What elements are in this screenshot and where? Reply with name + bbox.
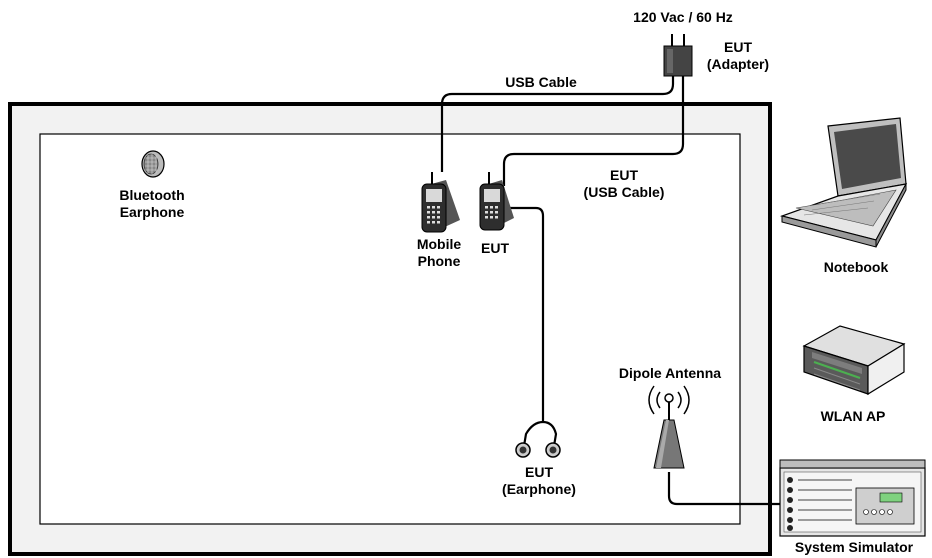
bluetooth-earphone-icon	[141, 150, 165, 178]
mobile-phone-label-line1: Mobile	[417, 236, 462, 252]
eut-usb-cable-line	[502, 76, 685, 186]
eut-earphone-label-line1: EUT	[525, 464, 553, 480]
wlan-ap-label: WLAN AP	[821, 408, 886, 424]
adapter-label-line2: (Adapter)	[707, 56, 769, 72]
earphone-split-line	[522, 420, 558, 447]
mobile-phone-icon	[421, 172, 460, 233]
diagram-labels: 120 Vac / 60 Hz EUT (Adapter) USB Cable …	[119, 9, 913, 555]
eut-earphone-label-line2: (Earphone)	[502, 481, 576, 497]
cables	[440, 76, 790, 506]
adapter-label-line1: EUT	[724, 39, 752, 55]
power-label: 120 Vac / 60 Hz	[633, 9, 733, 25]
system-simulator-rack-icon	[779, 459, 926, 537]
usb-cable-line	[440, 76, 675, 172]
wlan-router-icon	[802, 325, 906, 396]
earphone-cable-line	[508, 206, 545, 422]
bluetooth-earphone-label-line1: Bluetooth	[119, 187, 184, 203]
eut-usb-cable-label-line2: (USB Cable)	[584, 184, 665, 200]
antenna-cable-line	[667, 472, 790, 506]
eut-label: EUT	[481, 240, 509, 256]
wired-earphone-icon	[515, 442, 561, 458]
notebook-laptop-icon	[779, 117, 908, 248]
eut-usb-cable-label-line1: EUT	[610, 167, 638, 183]
dipole-antenna-icon	[648, 385, 690, 469]
inner-table-area	[39, 133, 741, 525]
bluetooth-earphone-label-line2: Earphone	[120, 204, 185, 220]
notebook-label: Notebook	[824, 259, 889, 275]
eut-phone-icon	[479, 172, 514, 231]
dipole-antenna-label: Dipole Antenna	[619, 365, 721, 381]
power-adapter-icon	[663, 34, 693, 77]
usb-cable-label: USB Cable	[505, 74, 577, 90]
mobile-phone-label-line2: Phone	[418, 253, 461, 269]
system-simulator-label: System Simulator	[795, 539, 914, 555]
